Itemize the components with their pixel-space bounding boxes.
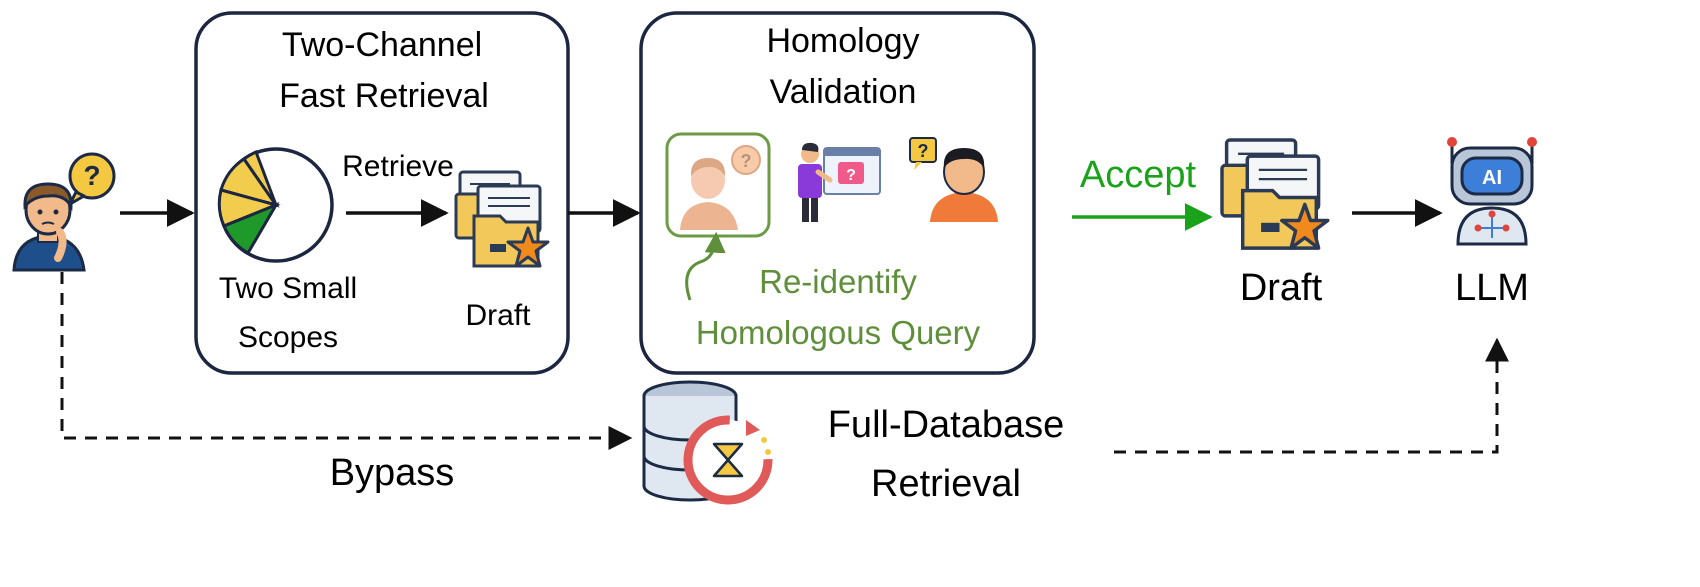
- reidentify-arrow: [685, 231, 726, 301]
- database-refresh-icon: [642, 380, 773, 505]
- fast-retrieval-title-line1: Two-Channel: [282, 26, 482, 64]
- question-bubble-icon: ?: [68, 152, 116, 206]
- full-db-label-line1: Full-Database: [828, 404, 1065, 446]
- svg-text:?: ?: [741, 151, 752, 171]
- svg-text:?: ?: [846, 167, 856, 184]
- scopes-label-line1: Two Small: [219, 272, 357, 305]
- thinking-user-icon: ?: [909, 137, 998, 222]
- draft-label: Draft: [1240, 267, 1323, 309]
- validation-box: [639, 11, 1036, 375]
- reidentify-label-line1: Re-identify: [759, 263, 917, 300]
- confused-user-icon: [12, 182, 86, 272]
- validation-title-line1: Homology: [766, 22, 919, 60]
- draft-folders-icon: [454, 170, 550, 268]
- reidentify-label-line2: Homologous Query: [696, 314, 981, 351]
- svg-text:?: ?: [918, 141, 929, 161]
- presenter-question-icon: ?: [798, 142, 881, 222]
- scopes-label-line2: Scopes: [238, 321, 338, 354]
- svg-text:?: ?: [83, 160, 100, 191]
- accept-label: Accept: [1080, 154, 1197, 196]
- ai-robot-icon: AI: [1447, 137, 1537, 246]
- final-draft-folders-icon: [1220, 138, 1330, 250]
- full-db-label-line2: Retrieval: [871, 463, 1021, 505]
- fast-retrieval-title-line2: Fast Retrieval: [279, 77, 489, 115]
- bypass-label: Bypass: [330, 452, 455, 494]
- fast-retrieval-box: [194, 11, 570, 375]
- faded-user-icon: ?: [680, 145, 761, 230]
- retrieve-label: Retrieve: [342, 150, 454, 183]
- pie-chart-icon: [217, 147, 334, 263]
- validation-title-line2: Validation: [770, 73, 917, 111]
- draft-label-inner: Draft: [465, 299, 531, 332]
- full-db-to-llm-path: [1114, 337, 1509, 454]
- ai-badge-text: AI: [1482, 167, 1502, 189]
- llm-label: LLM: [1455, 267, 1529, 309]
